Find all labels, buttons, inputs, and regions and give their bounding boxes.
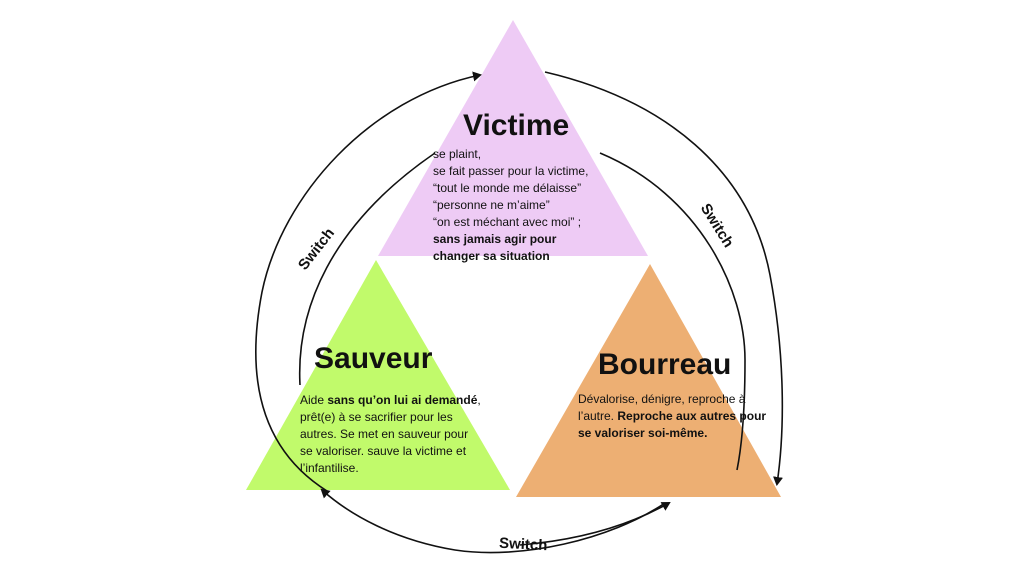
switch-label-right: Switch — [697, 201, 737, 251]
victime-triangle — [378, 20, 648, 256]
victime-line: se plaint, — [433, 147, 482, 161]
sauveur-description: Aide sans qu’on lui ai demandé, prêt(e) … — [300, 392, 482, 477]
switch-label-left: Switch — [295, 225, 338, 274]
victime-title: Victime — [463, 109, 570, 142]
bourreau-title: Bourreau — [598, 348, 732, 381]
victime-line: “on est méchant avec moi” ; — [433, 215, 582, 229]
bourreau-description: Dévalorise, dénigre, reproche à l’autre.… — [578, 391, 768, 442]
sauveur-rest: , prêt(e) à se sacrifier pour les autres… — [300, 393, 481, 475]
victime-bold-line: changer sa situation — [433, 249, 550, 263]
sauveur-intro: Aide — [300, 393, 328, 407]
switch-arrow-right-inner — [599, 152, 746, 471]
sauveur-triangle — [246, 260, 510, 490]
victime-line: se fait passer pour la victime, — [433, 164, 589, 178]
bourreau-bold: Reproche aux autres pour se valoriser so… — [578, 409, 767, 440]
switch-arrow-left-outer — [255, 71, 482, 492]
victime-line: “personne ne m’aime” — [433, 198, 550, 212]
victime-bold-line: sans jamais agir pour — [433, 232, 557, 246]
victime-description: se plaint, se fait passer pour la victim… — [433, 146, 663, 265]
switch-label-bottom: Switch — [499, 535, 548, 555]
switch-arrow-right-outer — [544, 71, 784, 486]
sauveur-bold: sans qu’on lui ai demandé — [327, 393, 478, 407]
switch-arrow-bottom — [320, 488, 666, 554]
victime-line: “tout le monde me délaisse” — [433, 181, 582, 195]
sauveur-title: Sauveur — [314, 342, 433, 375]
bourreau-triangle — [516, 264, 781, 497]
bourreau-intro: Dévalorise, dénigre, reproche à l’autre. — [578, 392, 746, 423]
switch-arrow-left-inner — [298, 152, 436, 386]
switch-arrow-bottom-head — [519, 502, 671, 546]
